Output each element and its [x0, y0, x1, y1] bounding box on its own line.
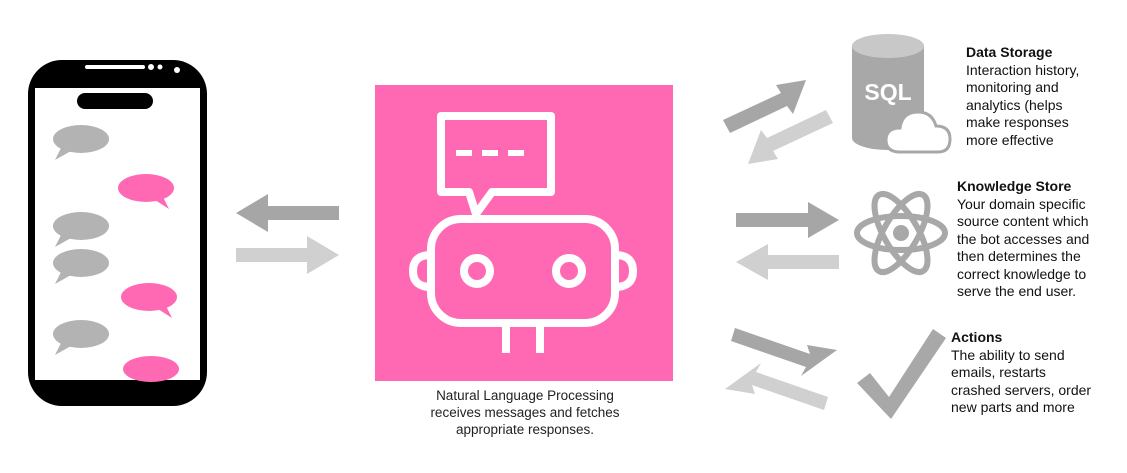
phone-icon — [28, 60, 207, 406]
data-storage-line-2: monitoring and — [966, 79, 1059, 95]
knowledge-store-line-5: correct knowledge to — [957, 265, 1087, 282]
phone-notch — [77, 93, 153, 109]
data-storage-line-1: Interaction history, — [966, 61, 1080, 78]
chat-bubble-gray-1 — [53, 125, 109, 160]
arrow-right-icon — [736, 202, 839, 238]
arrow-left-icon — [236, 194, 339, 232]
caption-line-1: Natural Language Processing — [436, 388, 614, 403]
data-storage-line-3: analytics (helps — [966, 96, 1063, 113]
actions-info: Actions The ability to send emails, rest… — [951, 329, 1091, 417]
bot-panel — [375, 85, 673, 381]
atom-icon — [854, 190, 948, 276]
phone-camera — [148, 64, 154, 70]
cloud-shape — [884, 110, 952, 154]
phone-bot-arrows — [236, 194, 339, 274]
robot-neck — [502, 323, 544, 353]
data-storage-title: Data Storage — [966, 44, 1053, 60]
arrow-left-icon — [736, 244, 839, 280]
typing-dash-3 — [508, 150, 524, 156]
chat-bubble-pink-1 — [118, 174, 174, 209]
knowledge-store-line-3: the bot accesses and — [957, 230, 1090, 247]
typing-dash-1 — [456, 150, 472, 156]
checkmark-icon — [857, 329, 946, 419]
actions-line-1: The ability to send — [951, 346, 1065, 363]
arrow-down-right-icon — [731, 328, 837, 376]
actions-arrows — [725, 328, 837, 410]
knowledge-store-line-1: Your domain specific — [957, 195, 1086, 212]
knowledge-store-line-6: serve the end user. — [957, 283, 1077, 299]
robot-ear-left — [409, 251, 432, 291]
knowledge-store-info: Knowledge Store Your domain specific sou… — [957, 178, 1089, 301]
actions-line-2: emails, restarts — [951, 364, 1046, 380]
robot-eye-left — [460, 254, 494, 288]
bot-caption: Natural Language Processing receives mes… — [375, 387, 675, 438]
sql-database-cloud-icon: SQL — [852, 34, 952, 154]
data-storage-line-4: make responses — [966, 114, 1069, 130]
chatbot-robot-icon — [409, 112, 637, 353]
arrow-up-right-icon — [723, 80, 806, 133]
data-storage-info: Data Storage Interaction history, monito… — [966, 44, 1079, 149]
arrow-right-icon — [236, 236, 339, 274]
knowledge-store-line-2: source content which — [957, 213, 1089, 229]
phone-sensor — [157, 64, 163, 70]
actions-line-4: new parts and more — [951, 399, 1075, 415]
actions-title: Actions — [951, 329, 1003, 345]
sql-icon-text: SQL — [864, 79, 911, 105]
typing-dash-2 — [482, 150, 498, 156]
knowledge-store-line-4: then determines the — [957, 248, 1081, 264]
robot-head-shape — [427, 215, 619, 327]
knowledge-store-title: Knowledge Store — [957, 178, 1072, 194]
chat-bubble-gray-2 — [53, 212, 109, 247]
chat-bubble-gray-3 — [53, 249, 109, 284]
robot-ear-right — [614, 251, 637, 291]
chat-bubble-pink-2 — [121, 283, 177, 318]
knowledge-arrows — [736, 202, 839, 280]
robot-eye-right — [552, 254, 586, 288]
arrow-down-left-icon — [748, 110, 833, 164]
arrow-up-left-icon — [725, 363, 828, 410]
chat-bubble-gray-4 — [53, 320, 109, 355]
data-storage-line-5: more effective — [966, 131, 1054, 148]
actions-line-3: crashed servers, order — [951, 381, 1092, 398]
phone-speaker — [85, 65, 145, 69]
speech-bubble-shape — [437, 112, 555, 218]
phone-sensor-2 — [174, 67, 180, 73]
chat-bubble-pink-3 — [123, 356, 179, 382]
caption-line-2: receives messages and fetches — [430, 405, 620, 420]
caption-line-3: appropriate responses. — [455, 422, 595, 437]
storage-arrows — [723, 80, 833, 164]
